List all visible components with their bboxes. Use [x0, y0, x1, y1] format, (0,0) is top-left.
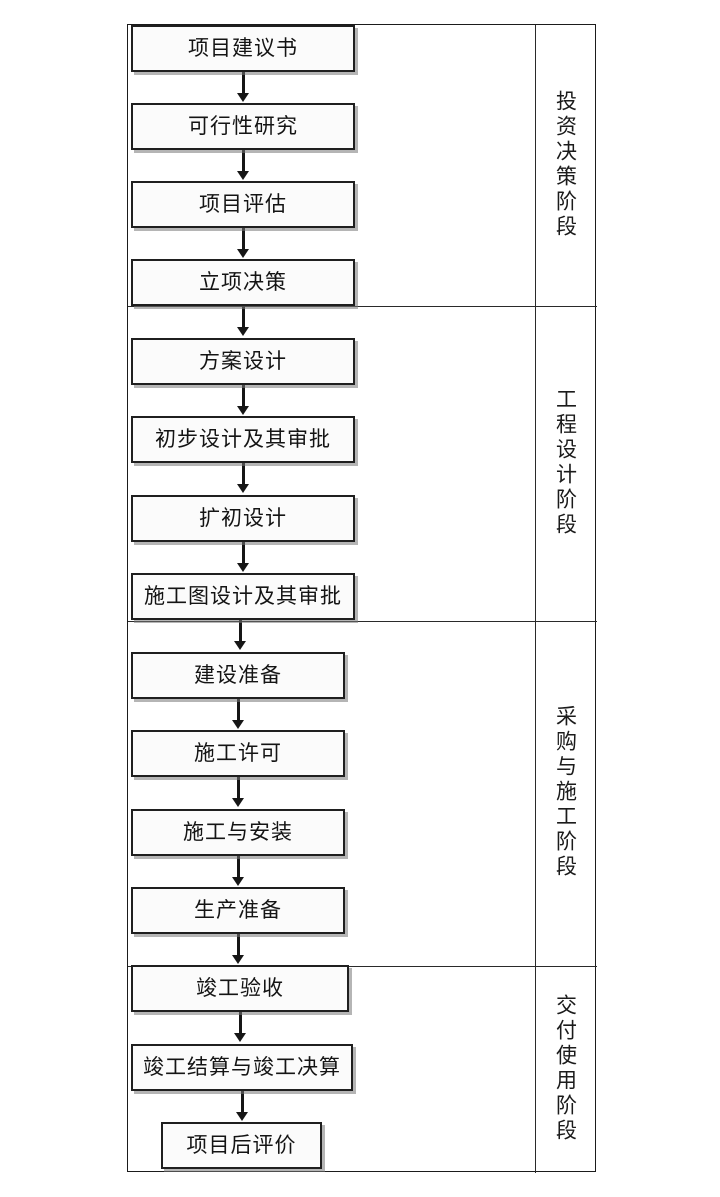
node-label: 生产准备: [194, 898, 282, 922]
process-node-construction-preparation[interactable]: 建设准备: [131, 652, 345, 699]
node-label: 初步设计及其审批: [155, 427, 331, 451]
node-label: 项目建议书: [188, 36, 298, 60]
process-node-project-appraisal[interactable]: 项目评估: [131, 181, 355, 228]
process-node-completion-settlement-final-accounts[interactable]: 竣工结算与竣工决算: [131, 1044, 353, 1091]
process-node-feasibility-study[interactable]: 可行性研究: [131, 103, 355, 150]
process-node-construction-permit[interactable]: 施工许可: [131, 730, 345, 777]
process-node-construction-and-installation[interactable]: 施工与安装: [131, 809, 345, 856]
node-label: 竣工结算与竣工决算: [143, 1055, 341, 1079]
process-node-post-project-evaluation[interactable]: 项目后评价: [161, 1122, 322, 1169]
node-label: 扩初设计: [199, 506, 287, 530]
phase-label-engineering-design: 工程设计阶段: [534, 305, 596, 620]
phase-label-text: 投资决策阶段: [553, 89, 578, 240]
phase-separator-2: [128, 621, 597, 622]
phase-label-delivery-use: 交付使用阶段: [534, 965, 596, 1172]
phase-label-procurement-construction: 采购与施工阶段: [534, 620, 596, 965]
phase-separator-1: [128, 306, 597, 307]
phase-column-divider: [535, 25, 536, 1173]
process-node-preliminary-design-approval[interactable]: 初步设计及其审批: [131, 416, 355, 463]
process-node-project-approval-decision[interactable]: 立项决策: [131, 259, 355, 306]
phase-label-text: 工程设计阶段: [553, 387, 578, 538]
node-label: 方案设计: [199, 349, 287, 373]
phase-label-text: 交付使用阶段: [553, 993, 578, 1144]
node-label: 项目评估: [199, 192, 287, 216]
node-label: 施工与安装: [183, 820, 293, 844]
phase-label-text: 采购与施工阶段: [553, 705, 578, 880]
node-label: 施工图设计及其审批: [144, 584, 342, 608]
node-label: 建设准备: [194, 663, 282, 687]
phase-separator-3: [128, 966, 597, 967]
node-label: 立项决策: [199, 270, 287, 294]
process-node-project-proposal[interactable]: 项目建议书: [131, 25, 355, 72]
process-node-extended-preliminary-design[interactable]: 扩初设计: [131, 495, 355, 542]
phase-label-investment-decision: 投资决策阶段: [534, 24, 596, 305]
process-node-production-preparation[interactable]: 生产准备: [131, 887, 345, 934]
process-node-construction-drawing-design-approval[interactable]: 施工图设计及其审批: [131, 573, 355, 620]
node-label: 施工许可: [194, 741, 282, 765]
process-node-completion-acceptance[interactable]: 竣工验收: [131, 965, 349, 1012]
node-label: 竣工验收: [196, 976, 284, 1000]
node-label: 项目后评价: [186, 1133, 297, 1157]
node-label: 可行性研究: [188, 114, 298, 138]
process-node-scheme-design[interactable]: 方案设计: [131, 338, 355, 385]
